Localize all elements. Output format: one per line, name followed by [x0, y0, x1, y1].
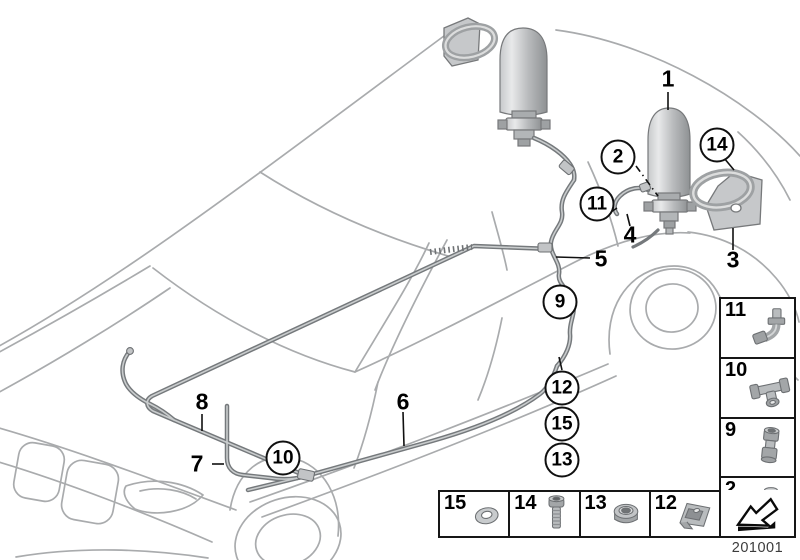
- part-cell-10[interactable]: 10: [721, 359, 794, 419]
- straight-coupling-icon: [760, 427, 780, 464]
- leader-lines: [201, 92, 735, 465]
- part-cell-label: 2: [725, 478, 736, 501]
- lock-nut-icon: [613, 503, 639, 524]
- bottom-legend-panel: 15 14 13: [438, 490, 721, 538]
- figure-code: 201001: [731, 540, 784, 556]
- part-cell-label: 14: [514, 492, 537, 514]
- tube-6-windshield-run: [145, 243, 554, 479]
- part-cell-15[interactable]: 15: [440, 492, 511, 536]
- tube-stub-valve-1: [631, 228, 660, 249]
- leader-2: [635, 165, 659, 197]
- mounting-clamp-bracket-3: [689, 168, 763, 231]
- accumulator-cylinder-1: [643, 107, 697, 235]
- callout-12[interactable]: 12: [544, 370, 580, 406]
- part-cell-11[interactable]: 11: [721, 299, 794, 359]
- direction-arrow-icon: [735, 497, 779, 532]
- part-cell-label: 13: [584, 492, 607, 514]
- leader-4: [626, 213, 631, 227]
- socket-bolt-icon: [547, 495, 564, 529]
- elbow-fitting-icon: [752, 308, 786, 345]
- callout-3[interactable]: 3: [726, 246, 740, 273]
- car-outline: [0, 29, 800, 560]
- leader-5: [555, 256, 591, 259]
- tee-fitting-icon: [749, 377, 791, 407]
- clip-icon: [679, 502, 711, 530]
- callout-15[interactable]: 15: [544, 406, 580, 442]
- callout-2[interactable]: 2: [600, 139, 636, 175]
- part-cell-9[interactable]: 9: [721, 419, 794, 479]
- callout-6[interactable]: 6: [396, 388, 410, 415]
- accumulator-cylinder-upper: [497, 27, 551, 147]
- mounting-clamp-upper: [441, 17, 499, 67]
- callout-14[interactable]: 14: [699, 127, 735, 163]
- callout-8[interactable]: 8: [195, 388, 209, 415]
- direction-of-travel-box: [719, 490, 796, 538]
- callout-13[interactable]: 13: [544, 442, 580, 478]
- callout-11[interactable]: 11: [579, 186, 615, 222]
- leader-12: [558, 356, 563, 371]
- callout-9[interactable]: 9: [542, 284, 578, 320]
- callout-1[interactable]: 1: [661, 65, 675, 92]
- part-cell-13[interactable]: 13: [581, 492, 651, 536]
- tube-connectors: [126, 159, 652, 482]
- leader-6: [402, 411, 405, 447]
- callout-4[interactable]: 4: [623, 221, 637, 248]
- part-cell-label: 15: [444, 492, 467, 514]
- part-cell-label: 10: [725, 358, 748, 381]
- part-cell-label: 12: [654, 492, 677, 514]
- callout-10[interactable]: 10: [265, 440, 301, 476]
- callout-5[interactable]: 5: [594, 245, 608, 272]
- part-cell-label: 11: [725, 299, 747, 321]
- part-cell-14[interactable]: 14: [510, 492, 581, 536]
- callout-7[interactable]: 7: [190, 450, 204, 477]
- part-cell-label: 9: [725, 418, 737, 441]
- part-cell-12[interactable]: 12: [651, 492, 719, 536]
- washer-icon: [475, 507, 499, 525]
